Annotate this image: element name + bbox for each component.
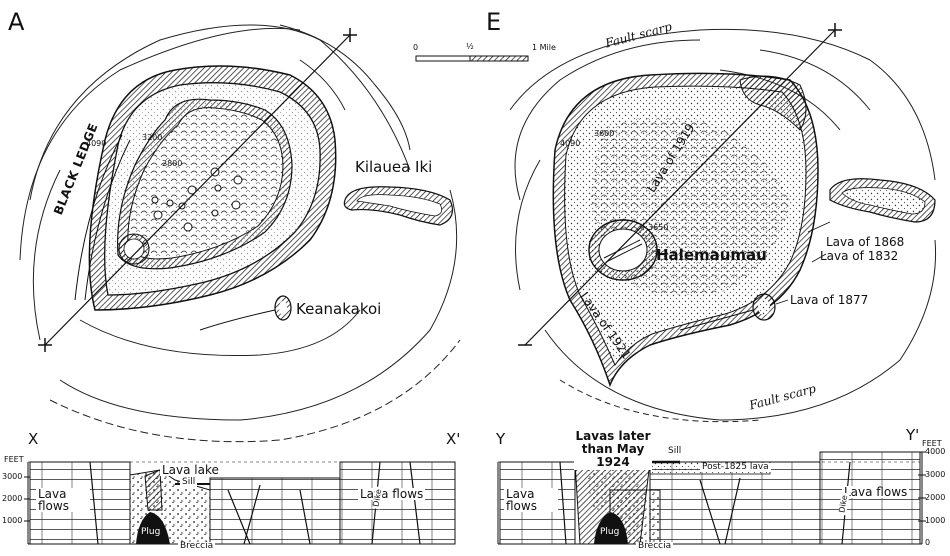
elevation-rim-a: 3200	[142, 133, 163, 142]
elevation-pit-e: 3650	[648, 223, 669, 232]
lava-flows-left-x: Lava flows	[36, 488, 90, 512]
section-y-right-label: Y'	[906, 426, 920, 444]
kilauea-iki-label-a: Kilauea Iki	[355, 158, 433, 176]
map-e	[509, 23, 937, 423]
elevation-outer-a: 4090	[86, 139, 107, 148]
section-y-unit: FEET	[922, 439, 942, 448]
section-y-left-label: Y	[496, 430, 506, 448]
section-x-tick-3000: 3000	[2, 472, 23, 481]
section-y-tick-3000: 3000	[925, 470, 946, 479]
panel-label-e: E	[486, 8, 502, 36]
scale-bar	[415, 55, 529, 62]
elevation-rim-e: 3600	[594, 129, 615, 138]
breccia-label-y: Breccia	[636, 541, 674, 551]
elevation-outer-e: 4090	[560, 139, 581, 148]
halemaumau-label: Halemaumau	[656, 246, 767, 264]
sill-label-x: Sill	[180, 477, 198, 487]
section-y-tick-1000: 1000	[925, 516, 946, 525]
section-y-tick-0: 0	[925, 538, 931, 547]
lava-flows-right-x: Lava flows	[358, 487, 426, 501]
scale-half: ½	[466, 42, 474, 51]
lava-flows-right-y: Lava flows	[842, 485, 910, 499]
keanakakoi-label-a: Keanakakoi	[296, 300, 382, 318]
scale-end: 1 Mile	[532, 43, 556, 52]
section-y-tick-2000: 2000	[925, 493, 946, 502]
elevation-floor-a: 2800	[162, 159, 183, 168]
post-1825-lava-label: Post-1825 lava	[700, 462, 771, 472]
section-x-tick-1000: 1000	[2, 516, 23, 525]
scale-zero: 0	[413, 43, 419, 52]
section-x-tick-2000: 2000	[2, 494, 23, 503]
lava-1832-label: Lava of 1832	[820, 249, 899, 263]
map-a	[19, 24, 461, 443]
section-y-tick-4000: 4000	[925, 447, 946, 456]
section-x-unit: FEET	[4, 455, 24, 464]
section-x-left-label: X	[28, 430, 39, 448]
breccia-label-x: Breccia	[178, 541, 216, 551]
lava-flows-left-y: Lava flows	[504, 488, 558, 512]
section-y	[497, 451, 926, 545]
lava-lake-label: Lava lake	[160, 463, 221, 477]
plug-label-x: Plug	[141, 527, 161, 537]
plug-label-y: Plug	[600, 527, 620, 537]
lava-1877-label: Lava of 1877	[790, 293, 869, 307]
panel-label-a: A	[8, 8, 25, 36]
lava-1868-label: Lava of 1868	[826, 235, 905, 249]
sill-label-y: Sill	[666, 446, 684, 456]
section-x	[24, 461, 456, 545]
lavas-later-label: Lavas later than May 1924	[574, 429, 652, 470]
section-x-right-label: X'	[446, 430, 461, 448]
